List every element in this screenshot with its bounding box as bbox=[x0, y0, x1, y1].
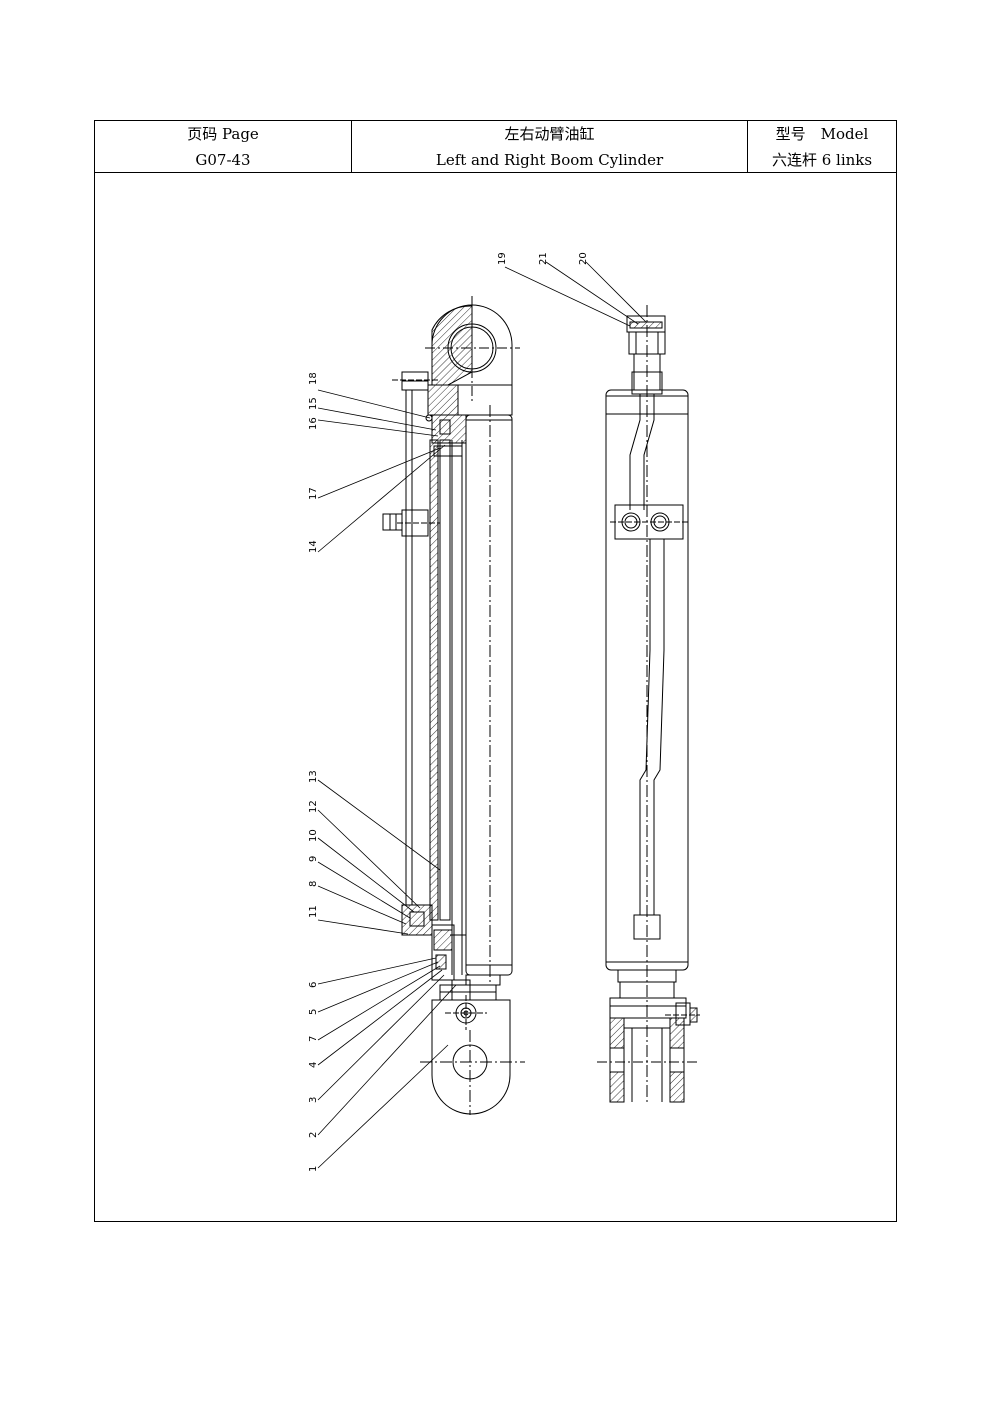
cylinder-tube bbox=[465, 414, 513, 976]
callout-3: 3 bbox=[308, 1097, 319, 1103]
model-label: 型号 Model bbox=[775, 125, 869, 143]
callout-5: 5 bbox=[308, 1009, 319, 1015]
callouts-left: 18 15 16 17 14 13 12 10 9 8 11 6 5 7 4 3… bbox=[308, 372, 319, 1172]
callout-9: 9 bbox=[308, 856, 319, 862]
callout-18: 18 bbox=[308, 372, 319, 385]
callout-10: 10 bbox=[308, 829, 319, 842]
callout-2: 2 bbox=[308, 1132, 319, 1138]
page-label: 页码 Page bbox=[187, 125, 259, 143]
title-block: 页码 Page G07-43 左右动臂油缸 Left and Right Boo… bbox=[95, 121, 896, 173]
callout-6: 6 bbox=[308, 982, 319, 988]
callout-12: 12 bbox=[308, 800, 319, 813]
callout-7: 7 bbox=[308, 1036, 319, 1042]
callout-8: 8 bbox=[308, 881, 319, 887]
callout-16: 16 bbox=[308, 417, 319, 430]
leader-lines-right bbox=[504, 261, 647, 327]
model-cell: 型号 Model 六连杆 6 links bbox=[748, 121, 896, 172]
callout-1: 1 bbox=[308, 1166, 319, 1172]
title-english: Left and Right Boom Cylinder bbox=[435, 151, 664, 169]
callout-15: 15 bbox=[308, 397, 319, 410]
model-value: 六连杆 6 links bbox=[771, 151, 873, 169]
callouts-right: 19 21 20 bbox=[497, 252, 589, 265]
callout-21: 21 bbox=[538, 252, 549, 265]
callout-11: 11 bbox=[308, 905, 319, 918]
rod-eye-bottom bbox=[431, 999, 511, 1115]
section-view bbox=[382, 296, 525, 1115]
page-number: G07-43 bbox=[195, 151, 251, 169]
callout-13: 13 bbox=[308, 770, 319, 783]
callout-19: 19 bbox=[497, 252, 508, 265]
page-frame: 页码 Page G07-43 左右动臂油缸 Left and Right Boo… bbox=[94, 120, 897, 1222]
leader-lines-left bbox=[317, 389, 457, 1169]
callout-20: 20 bbox=[578, 252, 589, 265]
side-view bbox=[597, 305, 700, 1105]
callout-17: 17 bbox=[308, 487, 319, 500]
page-cell: 页码 Page G07-43 bbox=[95, 121, 352, 172]
title-chinese: 左右动臂油缸 bbox=[504, 125, 595, 143]
title-cell: 左右动臂油缸 Left and Right Boom Cylinder bbox=[352, 121, 748, 172]
callout-14: 14 bbox=[308, 540, 319, 553]
callout-4: 4 bbox=[308, 1062, 319, 1068]
